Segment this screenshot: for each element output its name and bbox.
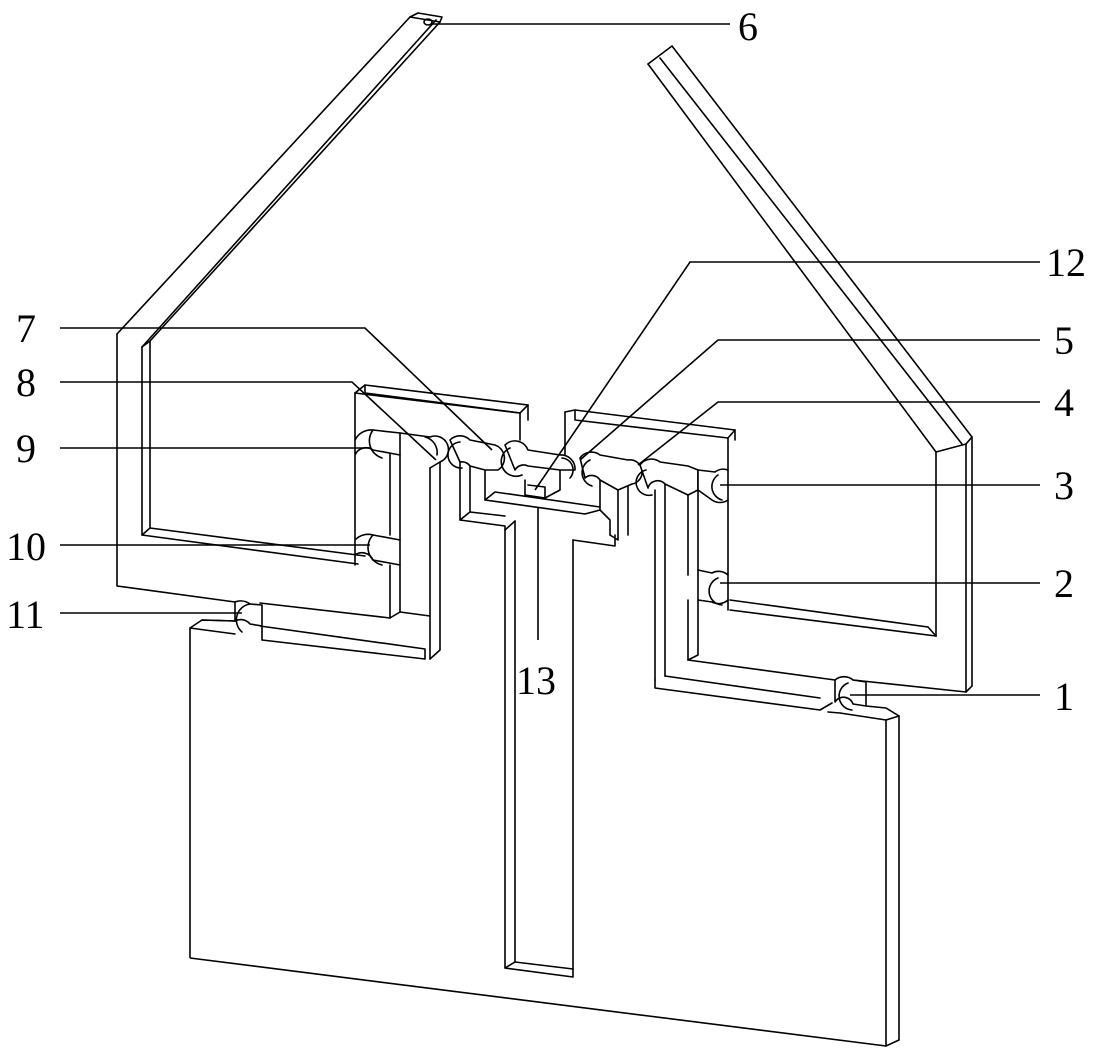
- callout-2: 2: [1054, 561, 1074, 606]
- callout-7: 7: [16, 306, 36, 351]
- callout-4: 4: [1054, 380, 1074, 425]
- leader-7: [60, 328, 492, 450]
- left-hinges: [235, 430, 448, 632]
- left-flexure-block: [260, 385, 528, 659]
- callout-10: 10: [6, 524, 46, 569]
- right-arm: [648, 46, 972, 692]
- leader-4: [638, 402, 1040, 465]
- callout-5: 5: [1054, 318, 1074, 363]
- central-rocker: [448, 436, 610, 535]
- callout-9: 9: [16, 426, 36, 471]
- callout-8: 8: [16, 360, 36, 405]
- leader-lines: [60, 24, 1040, 695]
- callout-3: 3: [1054, 463, 1074, 508]
- right-flexure-block: [565, 410, 866, 710]
- callout-labels: 6 12 5 4 3 2 1 7 8 9 10 11 13: [6, 4, 1086, 719]
- callout-6: 6: [738, 4, 758, 49]
- callout-13: 13: [516, 658, 556, 703]
- left-arm: [117, 13, 442, 602]
- leader-12: [535, 262, 1040, 490]
- leader-5: [580, 340, 1040, 460]
- callout-12: 12: [1046, 240, 1086, 285]
- callout-11: 11: [6, 592, 45, 637]
- callout-1: 1: [1054, 674, 1074, 719]
